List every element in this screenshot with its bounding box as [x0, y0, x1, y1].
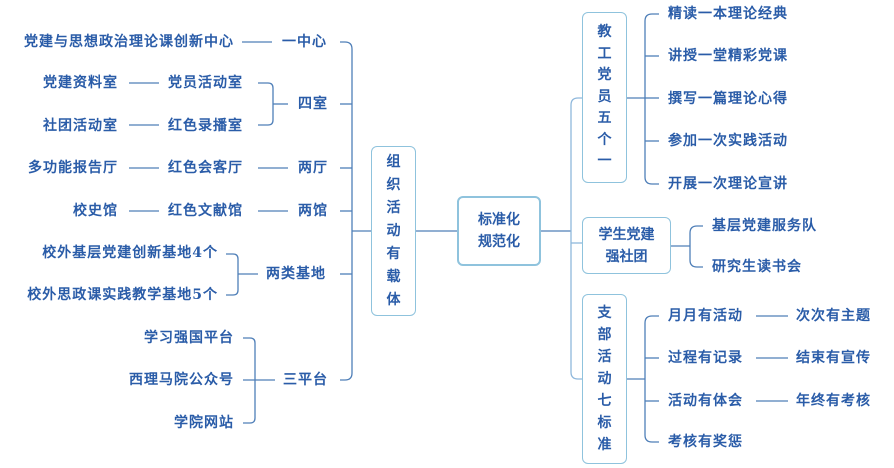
bracket — [644, 315, 659, 443]
leaf-node: 红色文献馆 — [168, 203, 243, 219]
group-node: 两厅 — [298, 160, 328, 176]
leaf-node: 红色会客厅 — [168, 160, 243, 176]
branch-node-faculty: 教工党员五个一 — [582, 12, 627, 183]
leaf-node: 多功能报告厅 — [28, 160, 118, 176]
branch-node-carrier: 组织活动有载体 — [371, 146, 416, 316]
leaf-node: 考核有奖惩 — [668, 434, 743, 450]
vertical-char: 动 — [597, 371, 612, 387]
root-node: 标准化 规范化 — [457, 196, 541, 266]
vertical-char: 七 — [597, 393, 612, 409]
vertical-char: 动 — [386, 222, 401, 239]
group-node: 两类基地 — [266, 266, 326, 282]
leaf-node: 红色录播室 — [168, 118, 243, 134]
vertical-char: 教 — [597, 24, 612, 41]
vertical-char: 工 — [597, 45, 612, 62]
vertical-char: 员 — [597, 88, 612, 105]
leaf-node: 校外思政课实践教学基地5个 — [27, 287, 218, 303]
leaf-node: 社团活动室 — [43, 118, 118, 134]
leaf-node: 活动有体会 — [668, 393, 743, 409]
bracket — [644, 13, 659, 185]
branch-node-student: 学生党建 强社团 — [582, 217, 671, 274]
vertical-char: 活 — [386, 199, 401, 216]
vertical-char: 体 — [386, 291, 401, 308]
vertical-char: 个 — [597, 131, 612, 148]
vertical-char: 准 — [597, 437, 612, 453]
leaf-node: 撰写一篇理论心得 — [668, 91, 788, 107]
root-label-line2: 规范化 — [478, 234, 520, 250]
vertical-char: 支 — [597, 305, 612, 321]
leaf-node: 结束有宣传 — [796, 350, 871, 366]
vertical-char: 载 — [386, 268, 401, 285]
vertical-char: 五 — [597, 110, 612, 127]
bracket — [689, 225, 703, 268]
leaf-node: 党员活动室 — [168, 75, 243, 91]
vertical-char: 标 — [597, 415, 612, 431]
leaf-node: 开展一次理论宣讲 — [668, 176, 788, 192]
group-node: 四室 — [298, 96, 328, 112]
leaf-node: 校外基层党建创新基地4个 — [42, 245, 218, 261]
leaf-node: 党建与思想政治理论课创新中心 — [24, 34, 234, 50]
leaf-node: 学习强国平台 — [144, 330, 234, 346]
root-label-line1: 标准化 — [478, 212, 520, 228]
group-node: 三平台 — [283, 372, 328, 388]
group-node: 一中心 — [282, 34, 327, 50]
leaf-node: 讲授一堂精彩党课 — [668, 48, 788, 64]
vertical-char: 织 — [386, 176, 401, 193]
leaf-node: 基层党建服务队 — [712, 218, 817, 234]
leaf-node: 校史馆 — [73, 203, 118, 219]
bracket — [258, 82, 274, 126]
vertical-char: 组 — [386, 153, 401, 170]
vertical-char: 党 — [597, 67, 612, 84]
leaf-node: 研究生读书会 — [712, 259, 802, 275]
vertical-char: 一 — [597, 153, 612, 170]
leaf-node: 参加一次实践活动 — [668, 133, 788, 149]
leaf-node: 学院网站 — [174, 415, 234, 431]
leaf-node: 月月有活动 — [668, 308, 743, 324]
student-label-line1: 学生党建 — [598, 226, 655, 243]
leaf-node: 过程有记录 — [668, 350, 743, 366]
leaf-node: 年终有考核 — [796, 393, 871, 409]
branch-node-branch-activity: 支部活动七标准 — [582, 294, 627, 464]
bracket — [570, 97, 582, 380]
vertical-char: 有 — [386, 245, 401, 262]
vertical-char: 活 — [597, 349, 612, 365]
leaf-node: 党建资料室 — [43, 75, 118, 91]
student-label-line2: 强社团 — [605, 248, 648, 265]
leaf-node: 西理马院公众号 — [129, 372, 234, 388]
bracket — [226, 253, 239, 296]
leaf-node: 精读一本理论经典 — [668, 6, 788, 22]
group-node: 两馆 — [298, 203, 328, 219]
leaf-node: 次次有主题 — [796, 308, 871, 324]
vertical-char: 部 — [597, 327, 612, 343]
